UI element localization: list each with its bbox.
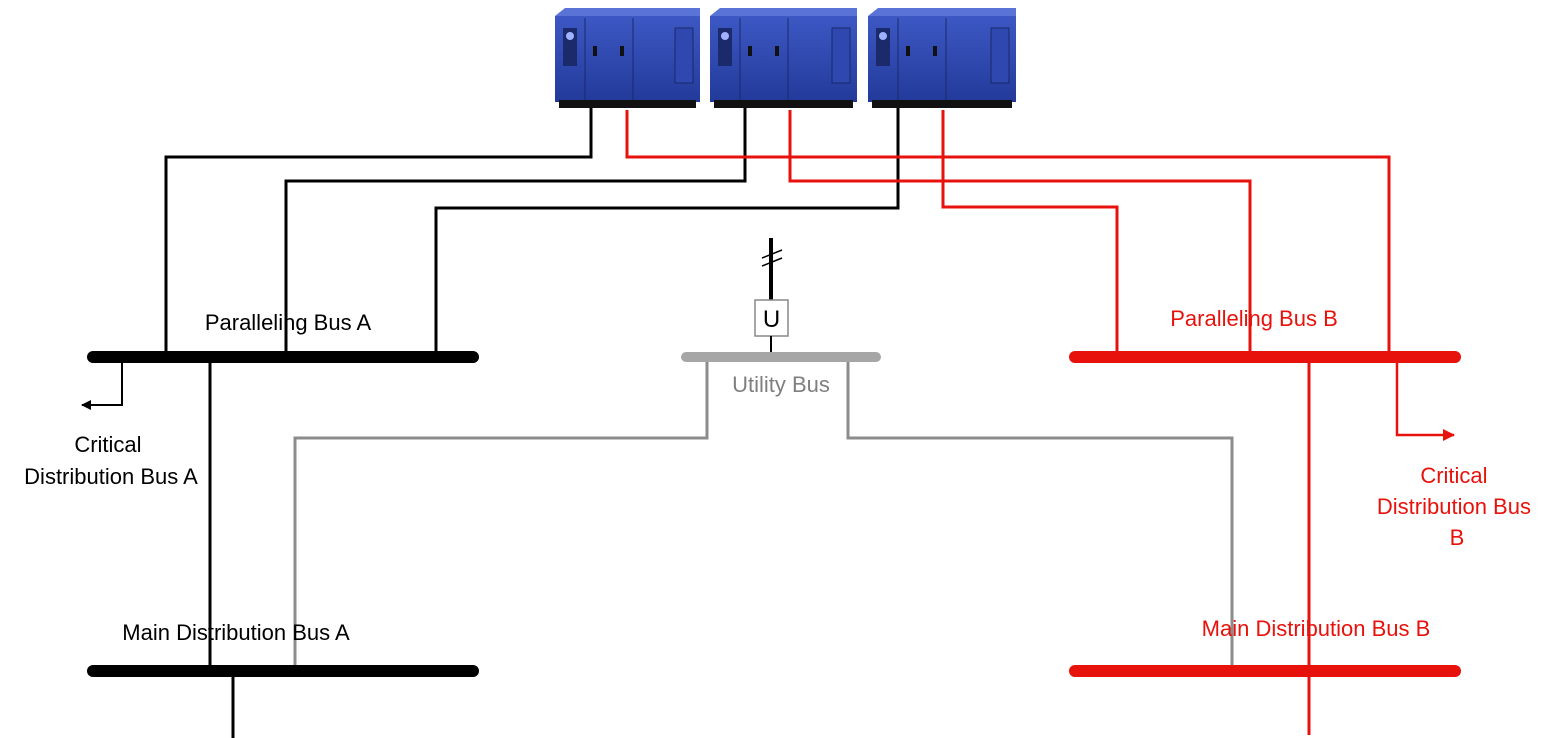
main-distribution-bus-a-label: Main Distribution Bus A bbox=[122, 620, 350, 645]
feeder-gen3-bus-b bbox=[941, 110, 1119, 355]
feeder-gen1-bus-a bbox=[164, 105, 593, 355]
critical-b-line-2: Distribution Bus bbox=[1377, 494, 1531, 519]
critical-feed-b-arrow bbox=[1395, 358, 1455, 441]
feeders-bus-b bbox=[625, 110, 1391, 355]
utility-feeder-b bbox=[846, 358, 1234, 668]
critical-b-line-3: B bbox=[1450, 525, 1465, 550]
utility-feeders bbox=[293, 358, 1234, 668]
generator-icon bbox=[710, 8, 857, 108]
utility-bus-label: Utility Bus bbox=[732, 372, 830, 397]
feeder-gen3-bus-a bbox=[434, 105, 900, 355]
feeder-gen2-bus-a bbox=[284, 105, 747, 355]
feeder-gen1-bus-b bbox=[625, 110, 1391, 355]
paralleling-bus-a-label: Paralleling Bus A bbox=[205, 310, 372, 335]
main-distribution-bus-b-label: Main Distribution Bus B bbox=[1202, 616, 1431, 641]
feeder-gen2-bus-b bbox=[788, 110, 1252, 355]
utility-source-label: U bbox=[763, 306, 780, 333]
critical-feed-a-arrow bbox=[81, 358, 123, 410]
critical-a-line-2: Distribution Bus A bbox=[24, 464, 198, 489]
generator-icon bbox=[555, 8, 700, 108]
three-phase-tick-1 bbox=[761, 249, 783, 259]
critical-a-line-1: Critical bbox=[74, 432, 141, 457]
critical-distribution-bus-a-label: Critical Distribution Bus A bbox=[24, 432, 198, 489]
utility-source-box bbox=[754, 299, 789, 337]
critical-b-line-1: Critical bbox=[1420, 463, 1487, 488]
paralleling-bus-b-label: Paralleling Bus B bbox=[1170, 306, 1338, 331]
generator-icon bbox=[868, 8, 1016, 108]
critical-distribution-bus-b-label: Critical Distribution Bus B bbox=[1377, 463, 1537, 550]
three-phase-tick-2 bbox=[761, 257, 783, 267]
utility-feeder-a bbox=[293, 358, 709, 668]
